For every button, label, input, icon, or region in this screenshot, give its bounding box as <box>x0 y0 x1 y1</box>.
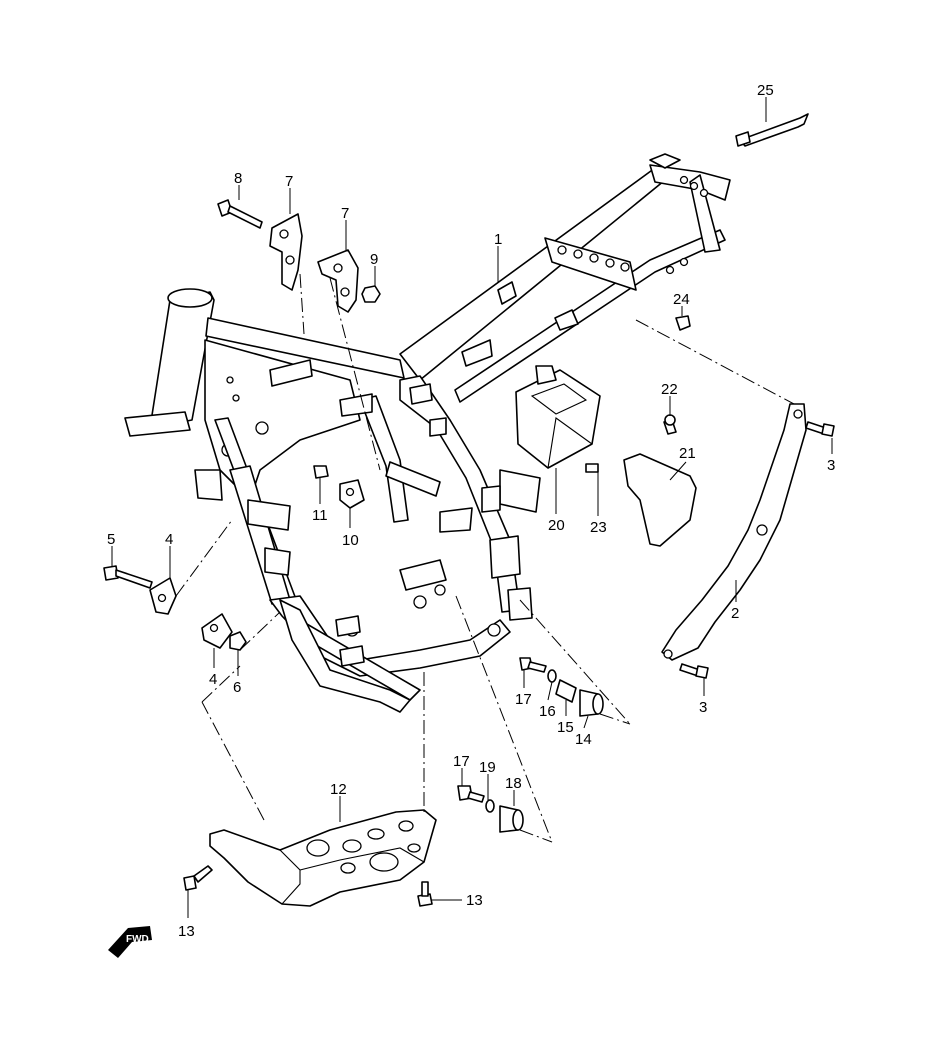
part-7-bracket-right <box>317 249 359 313</box>
part-14-bushing <box>579 689 604 717</box>
part-4-bracket-lower <box>201 613 233 649</box>
part-5-bolt <box>103 565 153 589</box>
callout-4: 4 <box>209 671 217 688</box>
callout-15: 15 <box>557 719 574 736</box>
part-15-spacer <box>555 679 577 703</box>
callout-24: 24 <box>673 291 690 308</box>
callout-4: 4 <box>165 531 173 548</box>
callout-9: 9 <box>370 251 378 268</box>
callout-7: 7 <box>341 205 349 222</box>
callout-23: 23 <box>590 519 607 536</box>
callout-22: 22 <box>661 381 678 398</box>
callout-14: 14 <box>575 731 592 748</box>
callout-18: 18 <box>505 775 522 792</box>
leader-lines <box>111 97 833 918</box>
callout-3: 3 <box>827 457 835 474</box>
part-23-bolt <box>585 463 599 473</box>
part-11-bolt <box>313 465 329 479</box>
callout-10: 10 <box>342 532 359 549</box>
callout-12: 12 <box>330 781 347 798</box>
part-7-bracket-left <box>269 213 303 291</box>
callout-6: 6 <box>233 679 241 696</box>
part-10-bracket <box>339 479 365 509</box>
part-18-bushing <box>499 805 524 833</box>
callout-5: 5 <box>107 531 115 548</box>
callout-21: 21 <box>679 445 696 462</box>
part-3-bolt-upper <box>805 421 835 437</box>
part-3-bolt-lower <box>679 663 709 679</box>
callout-7: 7 <box>285 173 293 190</box>
callout-labels: 25 1 8 7 7 9 24 22 3 21 11 10 20 23 5 4 … <box>107 82 835 940</box>
part-17-bolt-upper <box>519 657 547 673</box>
callout-2: 2 <box>731 605 739 622</box>
part-2-strut <box>661 403 807 661</box>
part-9-nut <box>361 285 381 303</box>
callout-17: 17 <box>453 753 470 770</box>
part-4-bracket-upper <box>149 577 177 615</box>
fwd-arrow-icon: FWD <box>108 926 152 958</box>
callout-17: 17 <box>515 691 532 708</box>
fwd-label: FWD <box>126 934 149 945</box>
callout-11: 11 <box>312 507 328 524</box>
assembly-lines <box>175 273 795 843</box>
callout-8: 8 <box>234 170 242 187</box>
callout-19: 19 <box>479 759 496 776</box>
part-6-nut <box>229 631 247 651</box>
part-13-bolt-left <box>183 865 213 891</box>
part-17-bolt-lower <box>457 785 485 803</box>
callout-13: 13 <box>466 892 483 909</box>
part-13-bolt-right <box>417 881 433 907</box>
part-1-frame <box>124 153 731 713</box>
callout-1: 1 <box>494 231 502 248</box>
part-19-washer <box>485 799 495 813</box>
callout-25: 25 <box>757 82 774 99</box>
part-20-battery-holder <box>515 365 601 469</box>
callout-13: 13 <box>178 923 195 940</box>
callout-20: 20 <box>548 517 565 534</box>
part-8-bolt <box>217 199 263 229</box>
part-21-cover <box>623 453 697 547</box>
part-25-wrench <box>735 113 809 147</box>
part-16-washer <box>547 669 557 683</box>
callout-16: 16 <box>539 703 556 720</box>
callout-3: 3 <box>699 699 707 716</box>
part-22-bolt <box>663 414 677 435</box>
part-12-skid-plate <box>209 809 437 907</box>
part-24-cap <box>675 315 691 331</box>
